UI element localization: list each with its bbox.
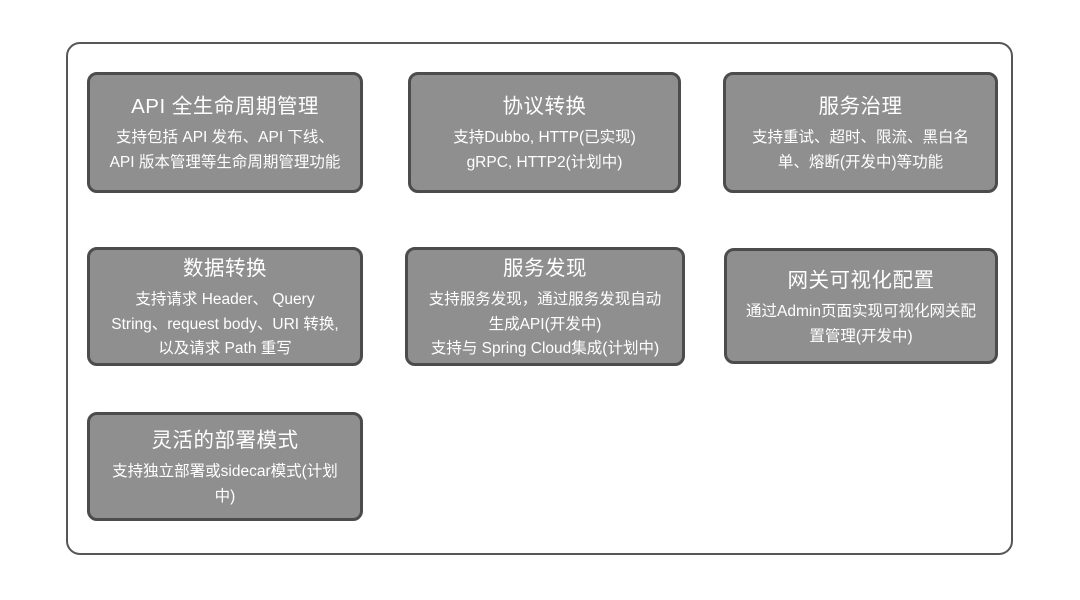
card-description: 支持包括 API 发布、API 下线、API 版本管理等生命周期管理功能 bbox=[109, 129, 341, 171]
feature-card-deployment-mode: 灵活的部署模式 支持独立部署或sidecar模式(计划中) bbox=[87, 412, 363, 521]
feature-card-service-governance: 服务治理 支持重试、超时、限流、黑白名单、熔断(开发中)等功能 bbox=[723, 72, 998, 193]
card-title: 服务发现 bbox=[503, 256, 587, 280]
card-title: 协议转换 bbox=[502, 95, 587, 119]
card-title: API 全生命周期管理 bbox=[131, 95, 319, 119]
card-title: 服务治理 bbox=[818, 95, 903, 119]
card-description: 支持独立部署或sidecar模式(计划中) bbox=[112, 463, 338, 505]
card-title: 数据转换 bbox=[183, 256, 267, 280]
card-description: 支持重试、超时、限流、黑白名单、熔断(开发中)等功能 bbox=[751, 129, 969, 171]
feature-card-data-transformation: 数据转换 支持请求 Header、 Query String、request b… bbox=[87, 247, 363, 366]
feature-card-service-discovery: 服务发现 支持服务发现，通过服务发现自动生成API(开发中) 支持与 Sprin… bbox=[405, 247, 685, 366]
card-description: 支持Dubbo, HTTP(已实现) bbox=[453, 129, 636, 147]
card-description: gRPC, HTTP2(计划中) bbox=[466, 154, 623, 171]
feature-card-api-lifecycle: API 全生命周期管理 支持包括 API 发布、API 下线、API 版本管理等… bbox=[87, 72, 363, 193]
card-title: 网关可视化配置 bbox=[787, 268, 935, 292]
card-description: 通过Admin页面实现可视化网关配置管理(开发中) bbox=[746, 302, 976, 345]
card-description: 支持与 Spring Cloud集成(计划中) bbox=[430, 340, 660, 358]
card-description: 支持服务发现，通过服务发现自动生成API(开发中) bbox=[428, 290, 662, 333]
feature-card-protocol-conversion: 协议转换 支持Dubbo, HTTP(已实现) gRPC, HTTP2(计划中) bbox=[408, 72, 681, 193]
feature-card-gateway-visual-config: 网关可视化配置 通过Admin页面实现可视化网关配置管理(开发中) bbox=[724, 248, 998, 364]
diagram-frame: API 全生命周期管理 支持包括 API 发布、API 下线、API 版本管理等… bbox=[66, 42, 1013, 555]
card-description: 支持请求 Header、 Query String、request body、U… bbox=[111, 290, 339, 358]
card-title: 灵活的部署模式 bbox=[151, 429, 299, 453]
